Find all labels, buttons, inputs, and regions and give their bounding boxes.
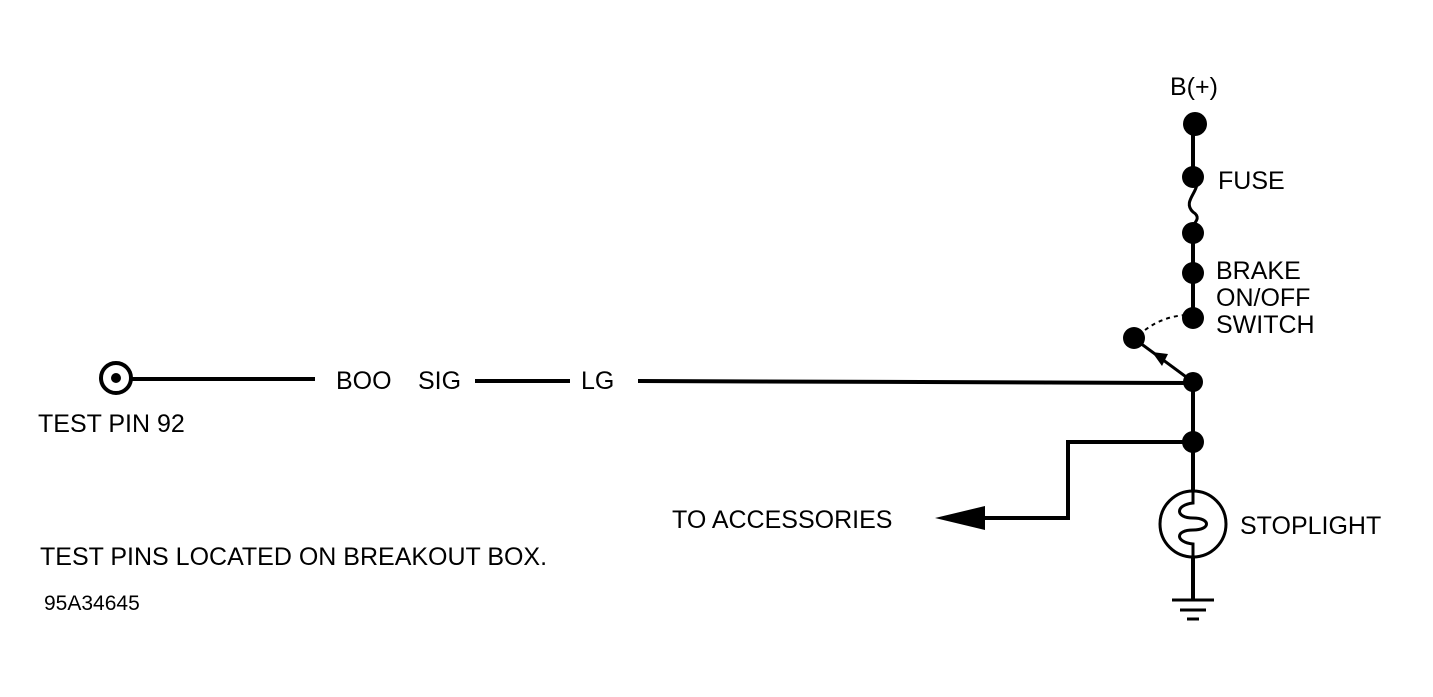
label-signal-name-2: SIG — [418, 367, 461, 395]
node-fuse-bottom — [1182, 222, 1204, 244]
node-switch-fixed-contact — [1182, 307, 1204, 329]
label-figure-id: 95A34645 — [44, 592, 140, 615]
test-pin-inner — [111, 373, 121, 383]
label-accessories: TO ACCESSORIES — [672, 506, 892, 534]
switch-travel-arc — [1144, 314, 1191, 331]
node-stoplight-junction — [1182, 431, 1204, 453]
label-switch-line2: ON/OFF — [1216, 284, 1310, 312]
node-signal-junction — [1183, 372, 1203, 392]
label-switch-line1: BRAKE — [1216, 257, 1301, 285]
wire-accessories-branch — [975, 440, 1193, 520]
ground-symbol — [1172, 598, 1214, 621]
node-fuse-top — [1182, 166, 1204, 188]
label-fuse: FUSE — [1218, 167, 1285, 195]
label-test-pin: TEST PIN 92 — [38, 410, 185, 438]
label-note: TEST PINS LOCATED ON BREAKOUT BOX. — [40, 543, 547, 571]
label-wire-color: LG — [581, 367, 614, 395]
label-supply: B(+) — [1170, 73, 1218, 101]
switch-arm-arrowhead — [1152, 352, 1168, 366]
label-stoplight: STOPLIGHT — [1240, 512, 1381, 540]
wire-lg-to-junction — [637, 379, 1194, 385]
accessories-arrowhead — [935, 506, 985, 530]
label-signal-name-1: BOO — [336, 367, 392, 395]
node-switch-top — [1182, 262, 1204, 284]
node-switch-movable-contact — [1123, 327, 1145, 349]
stoplight-filament — [1178, 491, 1208, 557]
node-supply — [1183, 112, 1207, 136]
label-switch-line3: SWITCH — [1216, 311, 1315, 339]
